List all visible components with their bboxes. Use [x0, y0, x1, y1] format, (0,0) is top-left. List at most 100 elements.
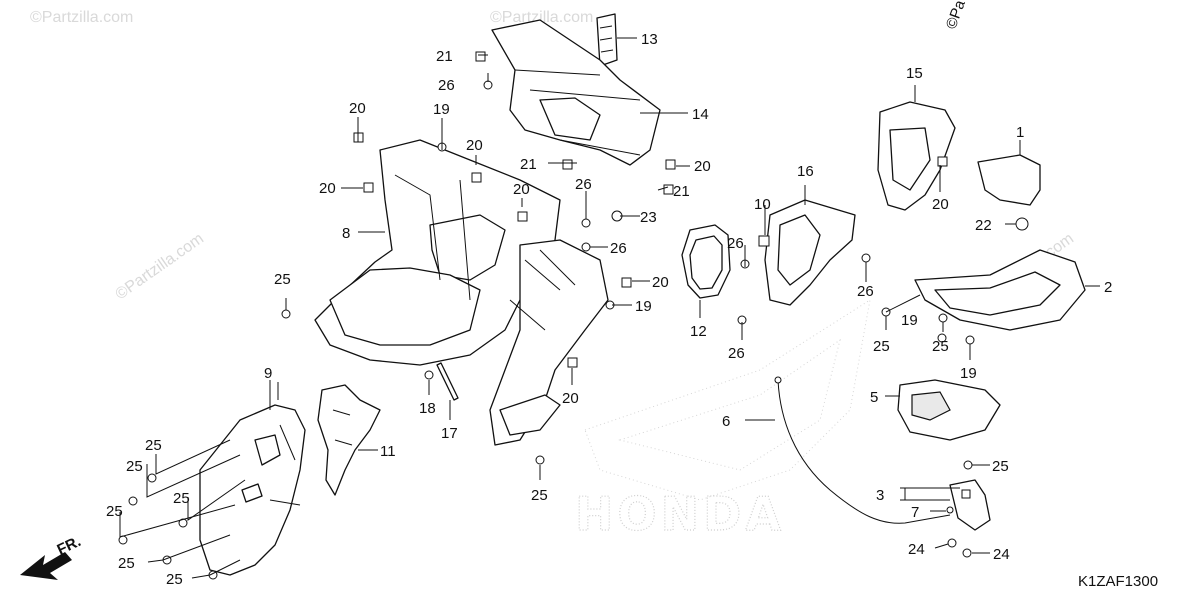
callout-17: 17 — [441, 425, 458, 442]
callout-25: 25 — [873, 338, 890, 355]
callout-20: 20 — [513, 181, 530, 198]
screw-25 — [147, 473, 157, 483]
part-13-bracket — [596, 13, 618, 67]
arrow-icon — [20, 552, 72, 580]
callout-26: 26 — [857, 283, 874, 300]
screw-25 — [535, 455, 545, 465]
screw-25 — [281, 309, 291, 319]
callout-7: 7 — [911, 504, 919, 521]
callout-22: 22 — [975, 217, 992, 234]
clip-21 — [562, 159, 573, 170]
part-16-pocket-lid — [764, 199, 856, 306]
callout-12: 12 — [690, 323, 707, 340]
site-watermark-corner: ©Pa — [943, 0, 969, 31]
screw-26 — [581, 242, 591, 252]
part-8-inner-cover — [314, 139, 609, 446]
clip-21 — [475, 51, 486, 62]
screw-26 — [483, 80, 493, 90]
direction-label: FR. — [55, 533, 84, 559]
clip-20 — [363, 182, 374, 193]
callout-25: 25 — [145, 437, 162, 454]
callout-20: 20 — [319, 180, 336, 197]
front-direction-arrow: FR. — [20, 533, 84, 580]
callout-14: 14 — [692, 106, 709, 123]
part-2-tray — [914, 249, 1086, 331]
screw-19 — [938, 313, 948, 323]
callout-25: 25 — [126, 458, 143, 475]
part-22-grommet — [1015, 217, 1029, 231]
leader-lines — [119, 37, 1100, 579]
screw-26 — [861, 253, 871, 263]
screw-25 — [128, 496, 138, 506]
clip-20 — [621, 277, 632, 288]
screw-25 — [937, 333, 947, 343]
screw-26 — [581, 218, 591, 228]
screw-25 — [963, 460, 973, 470]
diagram-code: K1ZAF1300 — [1078, 573, 1158, 590]
callout-26: 26 — [610, 240, 627, 257]
part-15-cover — [877, 101, 956, 211]
callout-24: 24 — [993, 546, 1010, 563]
clip-20 — [471, 172, 482, 183]
callout-20: 20 — [694, 158, 711, 175]
callout-18: 18 — [419, 400, 436, 417]
part-3-latch — [949, 479, 991, 531]
part-9-side-panel — [199, 404, 306, 576]
callout-20: 20 — [562, 390, 579, 407]
part-upper-inner-panel — [491, 19, 661, 166]
callout-25: 25 — [932, 338, 949, 355]
callout-26: 26 — [728, 345, 745, 362]
callout-11: 11 — [380, 443, 396, 460]
callout-21: 21 — [436, 48, 453, 65]
callout-25: 25 — [274, 271, 291, 288]
callout-19: 19 — [901, 312, 918, 329]
callout-25: 25 — [106, 503, 123, 520]
site-watermark: ©Partzilla.com — [113, 230, 207, 303]
callout-8: 8 — [342, 225, 350, 242]
callout-20: 20 — [466, 137, 483, 154]
callout-21: 21 — [673, 183, 690, 200]
callout-23: 23 — [640, 209, 657, 226]
screw-24 — [962, 548, 972, 558]
clip-20 — [517, 211, 528, 222]
callout-21: 21 — [520, 156, 537, 173]
callout-19: 19 — [960, 365, 977, 382]
callout-2: 2 — [1104, 279, 1112, 296]
screw-24 — [947, 538, 957, 548]
wing-logo-watermark — [584, 298, 871, 501]
callout-19: 19 — [635, 298, 652, 315]
callout-26: 26 — [575, 176, 592, 193]
screw-19 — [965, 335, 975, 345]
clip-18 — [424, 370, 434, 380]
callout-10: 10 — [754, 196, 771, 213]
part-12-gasket — [681, 224, 731, 299]
callout-6: 6 — [722, 413, 730, 430]
callout-25: 25 — [992, 458, 1009, 475]
callout-16: 16 — [797, 163, 814, 180]
part-17-pin — [436, 362, 459, 401]
part-10-nut — [758, 235, 770, 247]
callout-25: 25 — [118, 555, 135, 572]
part-6-cable — [774, 376, 951, 524]
callout-13: 13 — [641, 31, 658, 48]
clip-20 — [937, 156, 948, 167]
callout-20: 20 — [932, 196, 949, 213]
part-11-bracket — [317, 384, 381, 496]
callout-numbers: 13 14 21 26 20 19 20 20 21 20 21 26 20 2… — [106, 31, 1112, 588]
site-watermark: ©Partzilla.com — [490, 9, 593, 26]
callout-25: 25 — [531, 487, 548, 504]
clip-20 — [567, 357, 578, 368]
callout-26: 26 — [727, 235, 744, 252]
callout-1: 1 — [1016, 124, 1024, 141]
honda-watermark: HONDA — [575, 487, 785, 541]
callout-26: 26 — [438, 77, 455, 94]
spring-7 — [946, 506, 954, 514]
part-1-lid — [977, 154, 1041, 206]
callout-19: 19 — [433, 101, 450, 118]
callout-15: 15 — [906, 65, 923, 82]
callout-25: 25 — [166, 571, 183, 588]
callout-3: 3 — [876, 487, 884, 504]
site-watermark: ©Partzilla.com — [30, 9, 133, 26]
clip-20 — [665, 159, 676, 170]
